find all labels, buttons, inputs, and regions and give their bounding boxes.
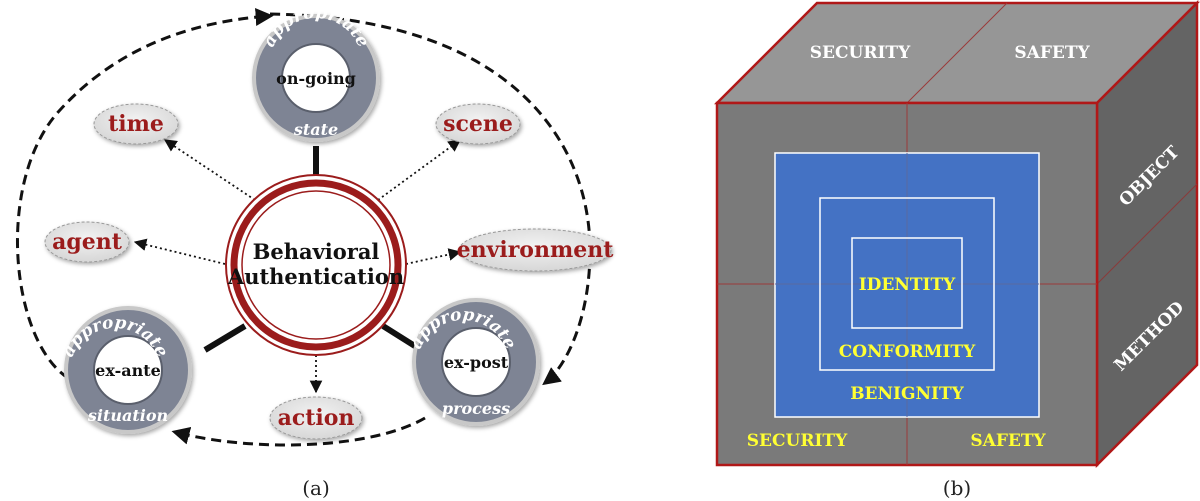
connector-process: [381, 323, 420, 351]
center-node: Behavioral Authentication: [225, 174, 407, 356]
cycle-path-bottom: [171, 416, 426, 447]
cube-top-divider: [906, 2, 1008, 104]
ring-process: appropriate ex-post process: [406, 298, 540, 426]
conformity-box: [819, 197, 995, 371]
ring-situation-bottom: situation: [87, 406, 168, 425]
arrow-agent: [133, 238, 226, 265]
center-title-line2: Authentication: [227, 264, 404, 289]
factor-agent-label: agent: [52, 229, 123, 255]
ring-state-bottom: state: [293, 120, 338, 139]
identity-label: IDENTITY: [859, 275, 956, 295]
factor-agent: agent: [44, 221, 130, 263]
figure-a: time scene agent environment action Beha…: [16, 3, 615, 500]
ring-process-mid: ex-post: [444, 353, 509, 372]
top-face-safety: SAFETY: [1014, 43, 1090, 63]
factor-action-label: action: [278, 405, 355, 431]
factor-environment-label: environment: [457, 237, 615, 263]
conformity-label: CONFORMITY: [839, 342, 976, 362]
caption-a: (a): [302, 476, 330, 500]
caption-b: (b): [943, 476, 971, 500]
factor-scene-label: scene: [443, 111, 513, 137]
front-security-label: SECURITY: [747, 431, 848, 451]
ring-state: appropriate on-going state: [252, 3, 380, 142]
cycle-path-top-right: [269, 12, 592, 386]
arrow-environment: [405, 248, 462, 265]
cube-side-divider: [1096, 183, 1198, 285]
factor-scene: scene: [435, 103, 521, 145]
benignity-label: BENIGNITY: [850, 384, 964, 404]
center-title-line1: Behavioral: [253, 239, 380, 264]
factor-time-label: time: [108, 111, 164, 137]
factor-time: time: [93, 103, 179, 145]
front-safety-label: SAFETY: [970, 431, 1046, 451]
top-face-security: SECURITY: [810, 43, 911, 63]
arrow-scene: [377, 139, 462, 201]
connector-situation: [203, 323, 247, 353]
figure-b: SECURITY SAFETY OBJECT METHOD IDENTITY C…: [713, 0, 1200, 500]
identity-box: [851, 237, 963, 329]
ring-process-bottom: process: [442, 399, 510, 418]
ring-state-mid: on-going: [276, 69, 356, 88]
ring-situation: appropriate ex-ante situation: [58, 306, 192, 434]
factor-environment: environment: [457, 228, 615, 272]
factor-action: action: [269, 396, 363, 440]
arrow-time: [163, 139, 256, 201]
cycle-path-left: [16, 7, 274, 380]
ring-situation-mid: ex-ante: [95, 361, 161, 380]
